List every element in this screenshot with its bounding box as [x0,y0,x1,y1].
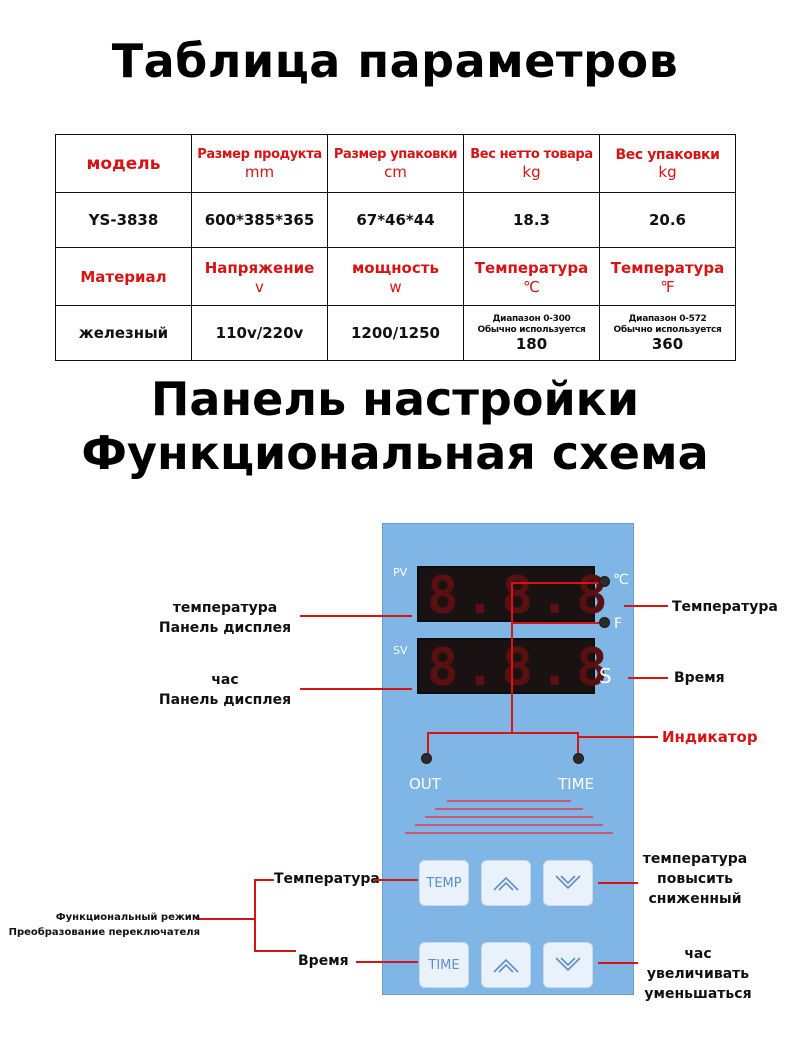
temp-button[interactable]: TEMP [419,860,469,906]
table-row: железный 110v/220v 1200/1250 Диапазон 0-… [55,305,736,361]
vent-stripe [435,808,583,810]
time-indicator-label: TIME [558,775,595,793]
out-label: OUT [409,775,441,793]
table-header: Температура℉ [599,247,736,306]
time-button[interactable]: TIME [419,942,469,988]
indicator-line [427,732,579,734]
temp-up-button[interactable] [481,860,531,906]
fahrenheit-indicator-icon [599,617,610,628]
callout-line [598,882,638,884]
time-display-callout: час Панель дисплея [158,672,292,708]
pv-digits: 8.8.8 [427,566,614,626]
callout-line [300,615,412,617]
table-row: YS-3838 600*385*365 67*46*44 18.3 20.6 [55,192,736,248]
time-down-button[interactable] [543,942,593,988]
seconds-label: S [599,664,612,688]
indicator-line [427,732,429,754]
right-temp-callout: Температура [672,599,778,615]
fahrenheit-label: F [614,616,623,632]
mode-callout: Функциональный режим Преобразование пере… [8,912,200,938]
params-title: Таблица параметров [111,34,679,88]
chevron-up-icon [493,958,519,973]
indicator-line [511,582,513,732]
callout-line [356,961,418,963]
time-button-callout: Время [298,953,349,969]
indicator-line [511,622,599,624]
callout-line [578,736,658,738]
table-cell: 67*46*44 [327,192,464,248]
time-updown-callout: час увеличивать уменьшаться [644,946,752,1002]
table-cell: 18.3 [463,192,600,248]
table-header: Температура℃ [463,247,600,306]
time-up-button[interactable] [481,942,531,988]
scheme-title: Функциональная схема [81,426,709,480]
sv-label: SV [393,644,408,657]
indicator-line [577,732,579,754]
callout-line [624,605,668,607]
callout-line [628,677,668,679]
indicator-line [511,582,599,584]
table-cell: Диапазон 0-572 Обычно используется 360 [599,305,736,361]
control-panel: PV SV 8.8.8 8.8.8 ℃ F S OUT TIME TEMP TI… [382,523,634,995]
temp-display-callout: температура Панель дисплея [158,600,292,636]
table-cell: 600*385*365 [191,192,328,248]
time-indicator-icon [573,753,584,764]
vent-stripe [447,800,571,802]
callout-line [300,688,412,690]
celsius-indicator-icon [599,576,610,587]
table-cell: 110v/220v [191,305,328,361]
callout-line [598,962,638,964]
vent-stripe [405,832,613,834]
table-header: модель [55,134,192,193]
callout-line [374,879,418,881]
chevron-down-icon [555,957,581,972]
indicator-callout: Индикатор [662,728,758,746]
temp-button-callout: Температура [274,871,380,887]
callout-line [196,918,254,920]
table-header: Материал [55,247,192,306]
vent-stripe [425,816,593,818]
table-cell: YS-3838 [55,192,192,248]
callout-line [254,879,274,881]
table-cell: железный [55,305,192,361]
celsius-label: ℃ [613,572,629,588]
callout-line [254,950,296,952]
table-cell: Диапазон 0-300 Обычно используется 180 [463,305,600,361]
chevron-down-icon [555,875,581,890]
right-time-callout: Время [674,670,725,686]
out-indicator-icon [421,753,432,764]
vent-stripe [415,824,603,826]
pv-display: 8.8.8 [417,566,608,622]
panel-title: Панель настройки [150,372,640,426]
temp-updown-callout: температура повысить сниженный [642,851,748,907]
chevron-up-icon [493,876,519,891]
pv-label: PV [393,566,408,579]
sv-digits: 8.8.8 [427,638,614,698]
table-cell: 1200/1250 [327,305,464,361]
callout-line [254,879,256,951]
sv-display: 8.8.8 [417,638,608,694]
table-cell: 20.6 [599,192,736,248]
temp-down-button[interactable] [543,860,593,906]
